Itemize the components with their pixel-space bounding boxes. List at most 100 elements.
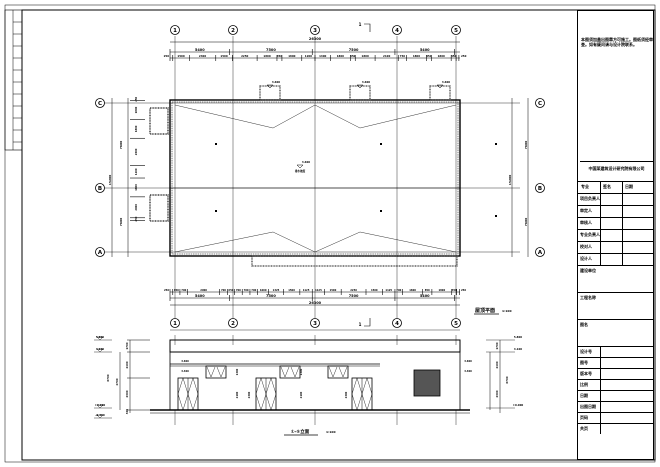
bay-dimension: 5400: [420, 294, 430, 298]
elevation-triangle: [436, 84, 444, 89]
cell-divider: [600, 380, 601, 390]
detail-dimension: 1500: [371, 289, 378, 292]
section-cut: [364, 318, 371, 327]
detail-dimension: 1800: [337, 54, 344, 58]
side-bay-dimension: 7600: [524, 141, 528, 149]
grid-axis-label: 4: [395, 321, 399, 327]
vertical-dimension: 6700: [106, 374, 110, 381]
cell-divider: [600, 358, 601, 368]
door-swing: [351, 377, 373, 411]
level-triangle: [96, 336, 104, 341]
detail-dimension: 750: [400, 54, 406, 58]
cell-divider: [600, 254, 601, 265]
cell-divider: [600, 391, 601, 401]
level-triangle: [96, 404, 104, 409]
detail-dimension: 1125: [303, 289, 310, 292]
window: [279, 365, 301, 379]
detail-dimension: 1500: [177, 54, 184, 58]
door-swing: [255, 377, 277, 411]
roof-slope-line: [314, 104, 361, 129]
level-mark: 4.100: [514, 347, 522, 351]
elevation-triangle: [356, 84, 364, 89]
grid-bubble: [228, 318, 238, 328]
cell-divider: [600, 206, 601, 217]
detail-dimension: 1800: [362, 54, 369, 58]
section-mark-top: 1: [359, 22, 362, 27]
window-height-dimension: 1300: [236, 368, 239, 375]
cell-divider: [600, 402, 601, 412]
grid-axis-label: A: [538, 250, 543, 256]
detail-dimension: 700: [236, 289, 241, 292]
side-detail-dimension: 250: [135, 96, 138, 101]
vertical-dimension: 2400: [495, 361, 499, 368]
elevation-mark: 3.600: [302, 160, 310, 164]
detail-dimension: 450: [451, 54, 457, 58]
detail-dimension: 700: [221, 289, 226, 292]
roof-access-hatch: [429, 85, 451, 101]
grid-axis-label: 2: [231, 28, 235, 34]
roof-drain-icon: [215, 210, 217, 212]
vertical-dimension: 2300: [495, 390, 499, 397]
cell-divider: [600, 242, 601, 253]
detail-dimension: 450: [452, 289, 457, 292]
roof-drain-icon: [380, 143, 382, 145]
bay-dimension: 7500: [266, 48, 276, 52]
meta-row: 设计号: [578, 346, 653, 357]
side-bay-dimension: 7600: [119, 141, 123, 149]
level-mark: ±0.000: [513, 403, 524, 407]
side-bay-dimension: 7600: [524, 218, 528, 226]
roof-slope-line: [359, 231, 457, 253]
inner-frame: [21, 9, 656, 461]
detail-dimension: 1500: [288, 289, 295, 292]
side-detail-dimension: 1200: [135, 168, 138, 175]
cell-divider: [622, 182, 623, 193]
meta-row-label: 设计号: [580, 349, 592, 354]
detail-dimension: 450: [350, 54, 356, 58]
detail-dimension: 2900: [200, 289, 207, 292]
detail-dimension: 1800: [438, 54, 445, 58]
door-height-dimension: 2100: [236, 391, 239, 398]
canopy-hatch: [251, 255, 458, 267]
section-mark-bottom: 1: [359, 322, 362, 327]
title-block: 本图须加盖出图章方可施工。图纸须经审查。如有疑问请与设计院联系。 中国某建筑设计…: [577, 10, 654, 460]
total-dimension: 26300: [309, 37, 322, 41]
sign-row-label: 专业负责人: [580, 232, 600, 237]
info-row: 图名: [578, 319, 653, 346]
elevation-triangle: [296, 164, 304, 169]
roof-drain-icon: [215, 143, 217, 145]
detail-dimension: 700: [396, 289, 401, 292]
cell-divider: [600, 424, 601, 434]
roof-access-hatch: [259, 85, 281, 101]
outer-frame: [4, 4, 656, 463]
meta-row-label: 页码: [580, 415, 588, 420]
detail-dimension: 700: [181, 289, 186, 292]
meta-row: 比例: [578, 379, 653, 390]
meta-row: 共页: [578, 423, 653, 434]
detail-dimension: 2250: [350, 289, 357, 292]
grid-bubble: [95, 247, 105, 257]
detail-dimension: 700: [251, 289, 256, 292]
level-mark: 3.600: [181, 360, 189, 363]
elevation-mark: 3.600: [362, 80, 370, 84]
side-detail-dimension: 1800: [135, 106, 138, 113]
meta-row-label: 日期: [580, 393, 588, 398]
meta-row: 出图日期: [578, 401, 653, 412]
vertical-dimension: 1700: [495, 342, 499, 349]
cell-divider: [600, 347, 601, 357]
sign-row: 审定人: [578, 205, 653, 217]
cell-divider: [600, 182, 601, 193]
grid-bubble: [228, 25, 238, 35]
elevation-scale: 1:100: [326, 430, 336, 434]
cell-divider: [622, 230, 623, 241]
detail-dimension: 650: [174, 289, 179, 292]
grid-bubble: [535, 247, 545, 257]
company-name: 中国某建筑设计研究院有限公司: [580, 161, 653, 181]
door-swing: [177, 377, 199, 411]
meta-row-label: 版本号: [580, 371, 592, 376]
side-detail-dimension: 2600: [135, 148, 138, 155]
bay-dimension: 7500: [266, 294, 276, 298]
grid-bubble: [170, 318, 180, 328]
grid-bubble: [392, 318, 402, 328]
roof-drain-icon: [495, 143, 497, 145]
